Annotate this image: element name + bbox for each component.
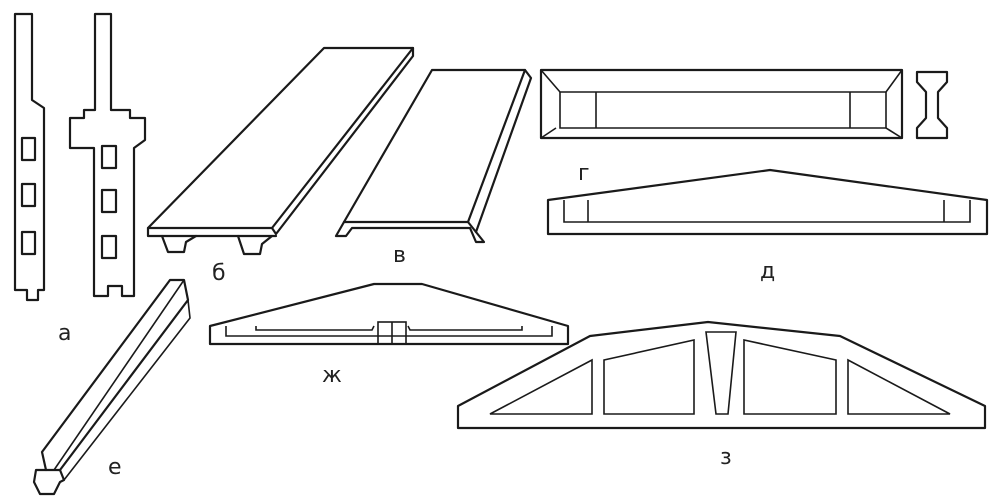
- label-e: е: [108, 455, 122, 480]
- label-z: з: [720, 445, 732, 470]
- label-d: д: [760, 259, 775, 284]
- i-beam-section: [915, 70, 949, 140]
- gable-beam-openings: [208, 282, 570, 346]
- crane-beam: [32, 278, 191, 496]
- label-g: г: [578, 161, 590, 186]
- label-a: а: [58, 321, 71, 346]
- label-b: б: [212, 261, 226, 286]
- label-v: в: [393, 243, 406, 268]
- gable-beam: [546, 168, 989, 236]
- ribbed-slab: [146, 46, 415, 256]
- truss: [456, 320, 987, 430]
- flat-slab: [334, 68, 533, 244]
- column-narrow: [13, 12, 46, 302]
- column-wide: [68, 12, 147, 298]
- i-beam: [539, 68, 904, 140]
- label-zh: ж: [322, 363, 342, 388]
